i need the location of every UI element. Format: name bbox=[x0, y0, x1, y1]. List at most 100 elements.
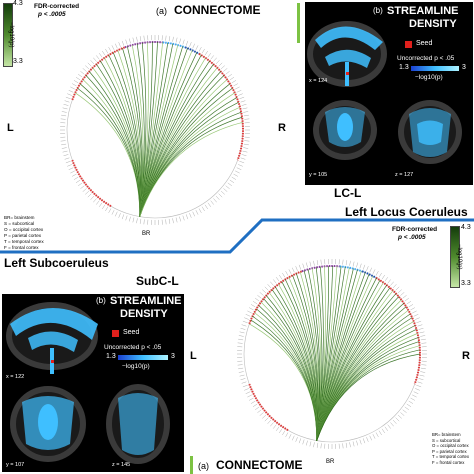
ring-segment bbox=[375, 276, 421, 385]
bottom-slice-z: z = 145 bbox=[112, 462, 131, 468]
top-density-panel: (b) STREAMLINE DENSITY Seed Uncorrected … bbox=[305, 2, 473, 185]
region-label-tick bbox=[185, 40, 189, 46]
top-colorbar bbox=[3, 3, 13, 67]
bottom-colorbar-min: 3.3 bbox=[461, 280, 471, 287]
bottom-uncorrected-label: Uncorrected p < .05 bbox=[104, 344, 162, 351]
region-label-tick bbox=[111, 210, 115, 215]
bottom-seed-label: Seed bbox=[123, 329, 140, 336]
region-label-tick bbox=[252, 301, 258, 305]
region-label-tick bbox=[93, 57, 97, 62]
region-label-tick bbox=[132, 37, 135, 43]
region-label-tick bbox=[198, 47, 202, 52]
region-label-tick bbox=[366, 437, 369, 442]
region-label-tick bbox=[384, 426, 389, 431]
legend-line: T = temporal cortex bbox=[432, 454, 470, 459]
region-label-tick bbox=[78, 73, 83, 78]
region-label-tick bbox=[72, 83, 77, 87]
bottom-panel-b-letter: (b) bbox=[96, 296, 106, 305]
top-density-label: −log10(p) bbox=[415, 74, 443, 81]
region-label-tick bbox=[240, 378, 246, 380]
bottom-connectome-ring bbox=[237, 259, 427, 449]
region-label-tick bbox=[65, 160, 71, 164]
region-label-tick bbox=[240, 328, 246, 330]
region-label-tick bbox=[285, 271, 289, 276]
region-label-tick bbox=[210, 200, 214, 205]
region-label-tick bbox=[60, 140, 66, 142]
region-label-tick bbox=[316, 260, 319, 266]
region-label-tick bbox=[390, 422, 394, 427]
region-label-tick bbox=[218, 62, 223, 67]
region-label-tick bbox=[264, 286, 269, 291]
top-hemisphere-left: L bbox=[7, 122, 14, 134]
top-connectome-ring bbox=[60, 35, 250, 225]
region-label-tick bbox=[264, 417, 269, 422]
region-label-tick bbox=[345, 260, 348, 266]
region-label-tick bbox=[369, 267, 372, 273]
bottom-density-bar bbox=[118, 355, 168, 360]
bottom-legend: BR= brainstem S = subcortical O = occipi… bbox=[432, 432, 469, 465]
region-label-tick bbox=[413, 314, 419, 317]
region-label-tick bbox=[192, 43, 195, 49]
region-label-tick bbox=[61, 111, 67, 113]
region-label-tick bbox=[320, 259, 322, 265]
region-label-tick bbox=[139, 218, 142, 224]
region-label-tick bbox=[249, 397, 254, 401]
region-label-tick bbox=[172, 218, 174, 224]
region-label-tick bbox=[62, 150, 68, 153]
region-label-tick bbox=[227, 182, 232, 187]
region-label-tick bbox=[352, 441, 355, 447]
region-label-tick bbox=[192, 211, 195, 217]
region-label-tick bbox=[240, 100, 246, 103]
region-label-tick bbox=[410, 307, 415, 311]
top-slice-z: z = 127 bbox=[395, 172, 414, 178]
region-label-tick bbox=[210, 55, 214, 60]
legend-line: BR= brainstem bbox=[4, 215, 35, 220]
region-label-tick bbox=[241, 104, 247, 106]
connection-arc bbox=[316, 321, 414, 441]
region-label-tick bbox=[239, 160, 245, 164]
region-label-tick bbox=[313, 260, 315, 266]
region-label-tick bbox=[245, 314, 251, 317]
legend-line: P = parietal cortex bbox=[4, 233, 42, 238]
legend-line: S = subcortical bbox=[4, 221, 35, 226]
region-label-tick bbox=[225, 71, 230, 75]
region-label-tick bbox=[292, 435, 295, 441]
region-label-tick bbox=[242, 150, 248, 153]
bottom-colorbar bbox=[450, 226, 460, 288]
top-panel-b-title-1: STREAMLINE bbox=[387, 5, 459, 17]
region-label-tick bbox=[306, 262, 308, 268]
region-label-tick bbox=[238, 367, 244, 370]
region-label-tick bbox=[125, 215, 128, 221]
legend-line: P = parietal cortex bbox=[432, 448, 467, 454]
region-label-tick bbox=[242, 384, 248, 388]
region-label-tick bbox=[215, 60, 220, 65]
region-label-tick bbox=[252, 403, 258, 407]
top-connectome-arcs bbox=[75, 42, 243, 217]
top-density-max: 3 bbox=[462, 64, 466, 71]
region-label-tick bbox=[397, 289, 402, 294]
region-label-tick bbox=[417, 381, 423, 384]
region-label-tick bbox=[139, 36, 142, 42]
region-label-tick bbox=[172, 36, 174, 42]
region-label-tick bbox=[273, 279, 277, 284]
region-label-tick bbox=[70, 86, 75, 90]
bottom-brain-slices bbox=[6, 302, 170, 464]
top-density-bar bbox=[411, 66, 459, 71]
region-label-tick bbox=[416, 320, 422, 324]
region-label-tick bbox=[189, 213, 192, 218]
top-legend: BR= brainstem S = subcortical O = occipi… bbox=[4, 215, 44, 251]
region-label-tick bbox=[68, 167, 74, 170]
region-label-tick bbox=[384, 277, 389, 282]
region-label-tick bbox=[417, 324, 423, 327]
region-label-tick bbox=[244, 118, 250, 120]
region-label-tick bbox=[255, 297, 260, 302]
region-label-tick bbox=[298, 264, 302, 270]
region-label-tick bbox=[243, 143, 249, 146]
region-label-tick bbox=[239, 331, 245, 334]
bottom-connectome-diagram bbox=[237, 259, 427, 449]
top-colorbar-max: 4.3 bbox=[13, 0, 23, 7]
region-label-tick bbox=[243, 111, 249, 113]
region-label-tick bbox=[267, 419, 272, 424]
region-label-tick bbox=[245, 391, 251, 394]
